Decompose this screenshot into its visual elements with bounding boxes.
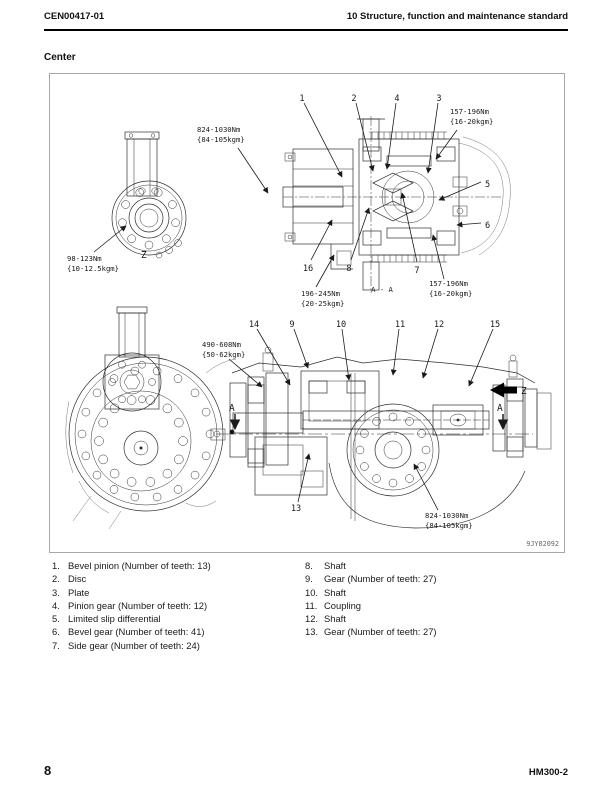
part-row: 8. Shaft [305, 559, 437, 572]
callout-1: 1 [299, 94, 304, 104]
part-number: 9. [305, 573, 313, 585]
part-label: Shaft [324, 613, 346, 625]
torque-157-196-top-nm: 157-196Nm [450, 107, 489, 116]
header-rule [44, 29, 568, 31]
torque-490-608-kgm: {50-62kgm} [202, 350, 245, 359]
part-row: 7. Side gear (Number of teeth: 24) [52, 639, 211, 652]
part-number: 6. [52, 626, 60, 638]
part-label: Plate [68, 586, 90, 598]
part-row: 3. Plate [52, 586, 211, 599]
callout-16: 16 [303, 264, 313, 274]
torque-490-608-nm: 490-608Nm [202, 340, 241, 349]
callout-10: 10 [336, 320, 346, 330]
part-row: 13. Gear (Number of teeth: 27) [305, 625, 437, 638]
callout-5: 5 [485, 180, 490, 190]
callout-4: 4 [394, 94, 399, 104]
part-number: 12. [305, 613, 319, 625]
section-markers: A A Z Z A - A [141, 250, 527, 431]
callout-6: 6 [485, 221, 490, 231]
model-code: HM300-2 [528, 767, 568, 778]
callout-15: 15 [490, 320, 500, 330]
part-label: Pinion gear (Number of teeth: 12) [68, 599, 208, 611]
part-number: 10. [305, 586, 319, 598]
part-label: Shaft [324, 586, 346, 598]
part-label: Side gear (Number of teeth: 24) [68, 639, 200, 651]
torque-824-1030-lower-kgm: {84-105kgm} [425, 521, 473, 530]
section-a-left-label: A [229, 403, 235, 414]
callout-14: 14 [249, 320, 259, 330]
torque-157-196-bottom-nm: 157-196Nm [429, 279, 468, 288]
part-row: 11. Coupling [305, 599, 437, 612]
callout-labels: 1 2 4 3 5 6 16 8 7 14 9 10 11 12 15 13 [249, 94, 500, 514]
part-number: 7. [52, 639, 60, 651]
callout-13: 13 [291, 504, 301, 514]
upper-flange-view [111, 131, 187, 259]
torque-196-245-nm: 196-245Nm [301, 289, 340, 298]
part-number: 2. [52, 573, 60, 585]
callout-12: 12 [434, 320, 444, 330]
part-row: 5. Limited slip differential [52, 612, 211, 625]
page-number: 8 [44, 763, 52, 778]
callout-3: 3 [436, 94, 441, 104]
torque-824-1030-upper-kgm: {84-105kgm} [197, 135, 245, 144]
part-number: 5. [52, 613, 60, 625]
z-side-label: Z [521, 386, 527, 397]
callout-2: 2 [351, 94, 356, 104]
part-label: Limited slip differential [68, 613, 161, 625]
part-label: Bevel pinion (Number of teeth: 13) [68, 560, 211, 571]
lower-housing-view [65, 306, 237, 530]
figure-code: 9JY02092 [526, 540, 559, 548]
leader-lines [93, 102, 494, 511]
part-label: Disc [68, 573, 87, 585]
axle-assembly-figure: A A Z Z A - A [65, 94, 559, 548]
part-label: Bevel gear (Number of teeth: 41) [68, 626, 205, 638]
callout-9: 9 [289, 320, 294, 330]
z-upper-label: Z [141, 250, 147, 261]
parts-list-left: 1. Bevel pinion (Number of teeth: 13) 2. D… [52, 559, 211, 652]
doc-code: CEN00417-01 [44, 11, 105, 22]
part-number: 4. [52, 599, 60, 611]
torque-824-1030-upper-nm: 824-1030Nm [197, 125, 240, 134]
torque-labels: 824-1030Nm {84-105kgm} 157-196Nm {16-20k… [67, 107, 493, 530]
torque-196-245-kgm: {20-25kgm} [301, 299, 344, 308]
section-aa-label: A - A [371, 285, 393, 294]
part-row: 10. Shaft [305, 586, 437, 599]
part-label: Coupling [324, 599, 362, 611]
section-a-right-label: A [497, 403, 503, 414]
part-label: Gear (Number of teeth: 27) [324, 626, 437, 638]
part-row: 9. Gear (Number of teeth: 27) [305, 572, 437, 585]
z-direction-arrow-icon [490, 382, 517, 398]
figure-frame: A A Z Z A - A [49, 73, 565, 553]
section-title: Center [44, 52, 76, 63]
callout-7: 7 [414, 266, 419, 276]
torque-824-1030-lower-nm: 824-1030Nm [425, 511, 468, 520]
torque-98-123-nm: 98-123Nm [67, 254, 102, 263]
part-number: 13. [305, 626, 319, 638]
part-label: Shaft [324, 560, 346, 571]
part-number: 8. [305, 560, 313, 571]
part-label: Gear (Number of teeth: 27) [324, 573, 437, 585]
torque-157-196-top-kgm: {16-20kgm} [450, 117, 493, 126]
part-row: 6. Bevel gear (Number of teeth: 41) [52, 625, 211, 638]
chapter-title: 10 Structure, function and maintenance s… [346, 11, 568, 22]
lower-section-view [216, 346, 552, 529]
torque-98-123-kgm: {10-12.5kgm} [67, 264, 119, 273]
part-row: 12. Shaft [305, 612, 437, 625]
callout-11: 11 [395, 320, 405, 330]
part-number: 3. [52, 586, 60, 598]
parts-list-right: 8. Shaft 9. Gear (Number of teeth: 27) 10.… [305, 559, 437, 639]
part-row: 4. Pinion gear (Number of teeth: 12) [52, 599, 211, 612]
torque-157-196-bottom-kgm: {16-20kgm} [429, 289, 472, 298]
callout-8: 8 [346, 264, 351, 274]
part-number: 11. [305, 599, 318, 611]
part-row: 1. Bevel pinion (Number of teeth: 13) [52, 559, 211, 572]
upper-section-view [282, 116, 511, 293]
part-row: 2. Disc [52, 572, 211, 585]
part-number: 1. [52, 560, 60, 571]
